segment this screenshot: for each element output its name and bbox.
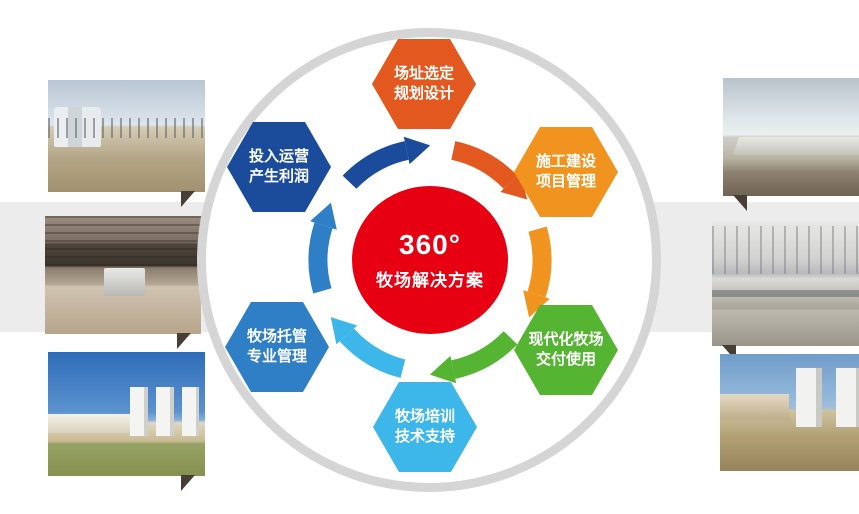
arrow-operation-to-site [342,136,431,189]
node-label: 规划设计 [393,85,454,102]
photo-image [723,78,859,196]
photo-concrete-foundation-site [723,78,859,211]
photo-image [48,80,205,192]
photo-image [48,352,205,476]
node-site-selection-planning: 场址选定 规划设计 [372,39,476,129]
ceiling-lines-shape [45,216,201,266]
photo-barn-interior-bright [712,221,859,361]
node-label: 项目管理 [535,173,596,190]
arrow-delivery-to-training [429,331,518,384]
node-farm-training-support: 牧场培训 技术支持 [373,382,477,472]
photo-barn-interior-dark [45,216,201,349]
node-label: 技术支持 [394,428,455,445]
silo-shape [129,386,199,437]
diagram-center-circle: 360° 牧场解决方案 [352,186,508,334]
node-label: 专业管理 [246,348,307,365]
foundation-shape [733,137,859,155]
arrow-construction-to-delivery [523,226,552,318]
arrow-training-to-management [330,317,406,378]
photo-image [720,354,859,471]
equipment-shape [104,267,145,297]
rail-shape [712,289,859,298]
arrow-management-to-operation [308,202,337,294]
center-title: 360° [399,229,461,260]
node-label: 施工建设 [535,152,596,170]
photo-image [712,221,859,346]
node-label: 交付使用 [535,351,596,368]
steel-frame-shape [48,118,205,139]
photo-farm-buildings-with-silos [48,352,205,491]
center-subtitle: 牧场解决方案 [376,271,484,290]
photo-tail [733,195,747,211]
node-label: 产生利润 [248,168,309,185]
truss-lines-shape [712,226,859,274]
node-label: 牧场托管 [246,327,307,345]
node-label: 场址选定 [393,64,454,82]
photo-tail [181,191,195,207]
photo-farm-construction-steel-frame [48,80,205,207]
silo-shape [795,368,859,427]
barn-shape [720,393,790,420]
building-shape [48,414,140,433]
node-label: 牧场培训 [394,407,455,425]
photo-feed-silos-and-barn [720,354,859,471]
photo-image [45,216,201,334]
node-label: 现代化牧场 [528,330,604,348]
photo-tail [181,475,195,491]
node-label: 投入运营 [248,147,309,165]
photo-tail [177,333,191,349]
